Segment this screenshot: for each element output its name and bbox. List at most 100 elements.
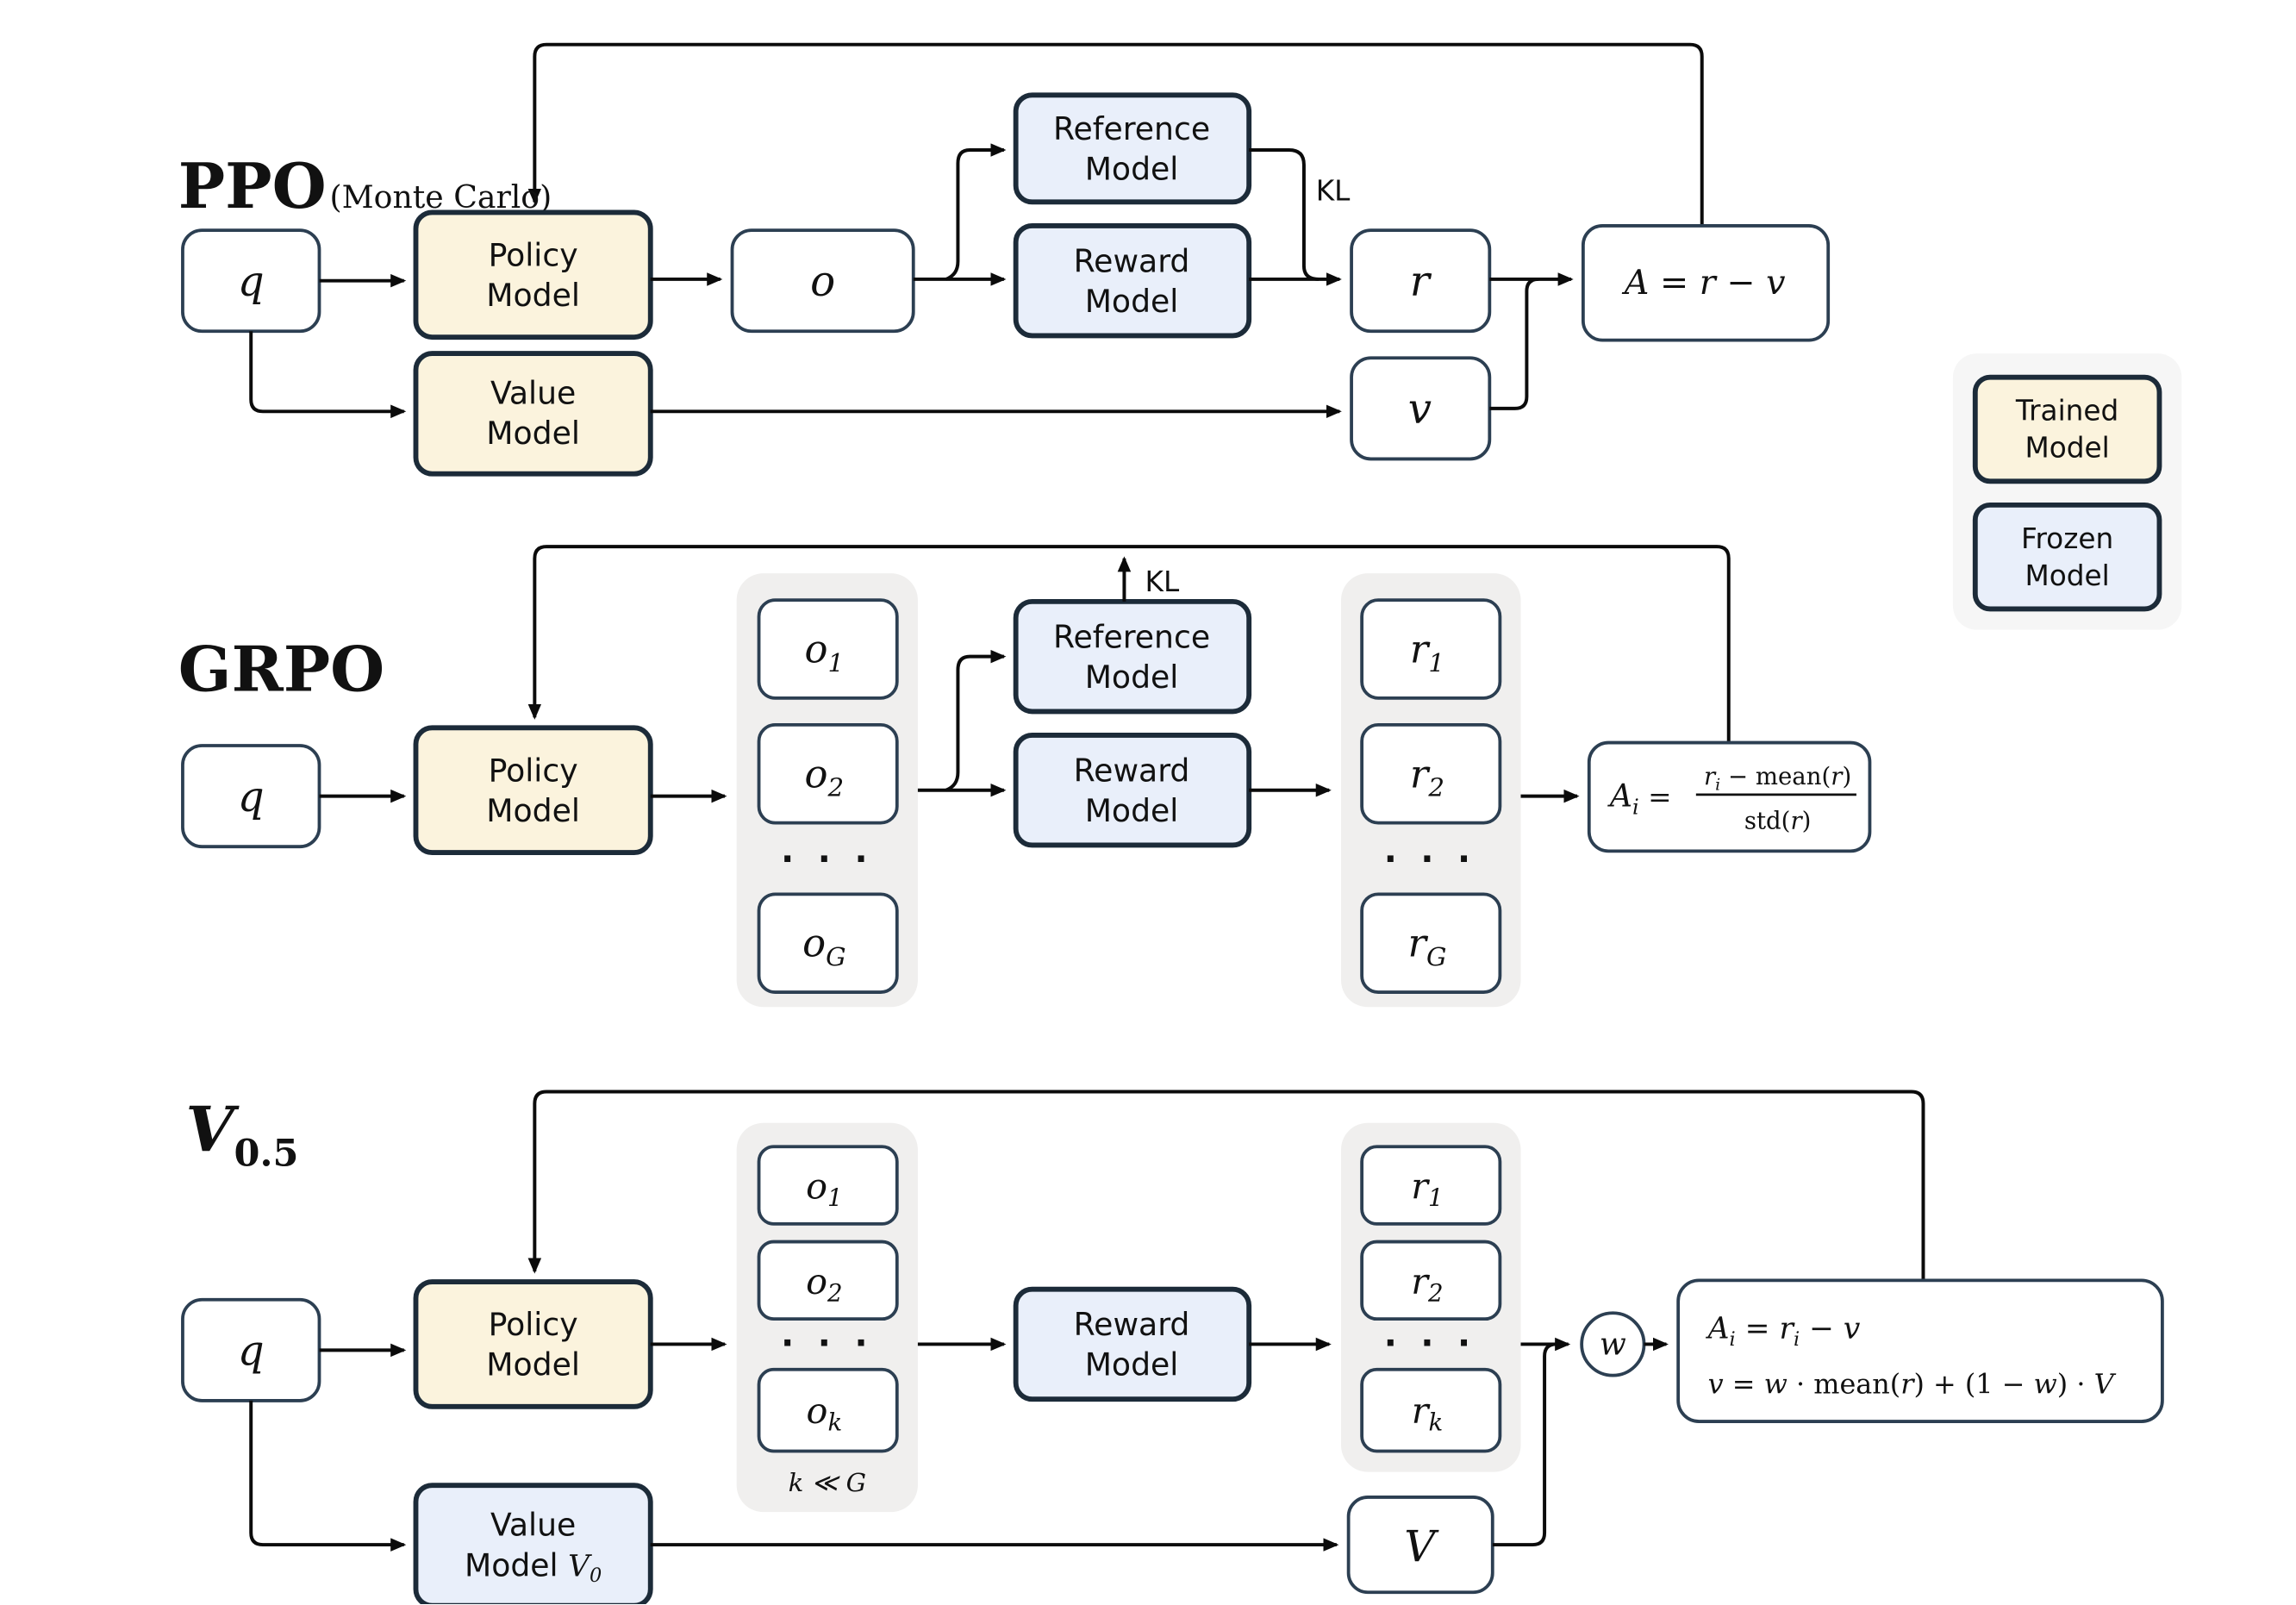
grpo-r2-box: r2: [1360, 723, 1502, 825]
v05-rk-box: rk: [1360, 1367, 1502, 1453]
svg-text:Reward: Reward: [1074, 1306, 1190, 1343]
ppo-reward-model-box: Reward Model: [1013, 222, 1252, 339]
legend-trained-model: Trained Model: [1972, 374, 2162, 484]
grpo-o2-box: o2: [757, 723, 899, 825]
v05-q-box: q: [181, 1297, 321, 1402]
v05-output-ellipsis: · · ·: [781, 1324, 873, 1364]
grpo-output-ellipsis: · · ·: [781, 840, 873, 879]
svg-text:r2: r2: [1410, 751, 1444, 802]
grpo-output-group: o1 o2 · · · oG: [736, 573, 918, 1008]
grpo-reward-ellipsis: · · ·: [1384, 840, 1476, 879]
v05-o1-box: o1: [757, 1145, 899, 1226]
v05-reward-ellipsis: · · ·: [1384, 1324, 1476, 1364]
ppo-title: PPO: [178, 150, 327, 223]
grpo-title: GRPO: [178, 633, 384, 706]
svg-text:o: o: [810, 258, 835, 306]
svg-text:Model V0: Model V0: [465, 1546, 602, 1587]
grpo-o1-box: o1: [757, 598, 899, 700]
grpo-r1-box: r1: [1360, 598, 1502, 700]
svg-text:Model: Model: [1085, 1346, 1179, 1383]
grpo-reward-model-box: Reward Model: [1013, 733, 1252, 848]
v05-arrow-q-to-value: [249, 1400, 407, 1552]
svg-text:o1: o1: [806, 1166, 842, 1213]
grpo-q-box: q: [181, 744, 321, 849]
svg-text:Frozen: Frozen: [2021, 522, 2113, 555]
v05-wire-V-join: [1492, 1342, 1557, 1547]
ppo-subtitle: (Monte Carlo): [330, 178, 552, 215]
v05-k-note: k ≪ G: [789, 1468, 866, 1497]
svg-text:o2: o2: [806, 1261, 842, 1308]
ppo-kl-wire: [1249, 148, 1320, 281]
ppo-reference-model-box: Reference Model: [1013, 92, 1252, 205]
ppo-wire-v-join: [1489, 277, 1539, 410]
ppo-kl-label: KL: [1316, 175, 1351, 208]
ppo-output-box: o: [730, 228, 915, 334]
svg-text:o1: o1: [805, 627, 845, 678]
v05-policy-model-box: Policy Model: [413, 1279, 653, 1409]
v05-feedback-loop: [527, 1090, 1925, 1281]
ppo-arrow-q-to-value: [249, 331, 407, 419]
legend-frozen-model: Frozen Model: [1972, 502, 2162, 612]
v05-section: V0.5 q Policy Model o1 o2 · · ·: [181, 1090, 2164, 1604]
ppo-arrow-o-to-reference: [945, 143, 1007, 281]
v05-ok-box: ok: [757, 1367, 899, 1453]
grpo-oG-box: oG: [757, 892, 899, 994]
svg-text:Model: Model: [1085, 792, 1179, 829]
ppo-section: PPO (Monte Carlo) q Policy Model o Refer…: [178, 42, 1831, 477]
grpo-policy-model-box: Policy Model: [413, 725, 653, 856]
svg-text:oG: oG: [802, 921, 845, 971]
svg-text:Model: Model: [1085, 283, 1179, 320]
svg-text:r2: r2: [1411, 1261, 1443, 1308]
v05-formula-box: Ai = ri − v v = w · mean(r) + (1 − w) · …: [1676, 1278, 2164, 1423]
svg-text:q: q: [238, 1327, 265, 1376]
ppo-policy-model-box: Policy Model: [413, 209, 653, 340]
svg-text:rG: rG: [1408, 921, 1447, 971]
svg-text:Model: Model: [2025, 432, 2110, 465]
svg-text:Model: Model: [486, 277, 580, 314]
svg-text:Reference: Reference: [1053, 110, 1210, 147]
svg-text:Ai = ri − v: Ai = ri − v: [1706, 1312, 1861, 1352]
grpo-rG-box: rG: [1360, 892, 1502, 994]
svg-text:rk: rk: [1412, 1390, 1443, 1437]
svg-text:Model: Model: [1085, 659, 1179, 696]
v05-weight-node: w: [1580, 1311, 1646, 1377]
svg-text:Trained: Trained: [2015, 395, 2118, 428]
grpo-section: GRPO q Policy Model o1 o2 · · ·: [178, 545, 1872, 1008]
svg-text:Policy: Policy: [489, 1306, 578, 1343]
svg-text:v: v: [1408, 385, 1432, 434]
svg-text:r1: r1: [1411, 1166, 1443, 1213]
svg-text:r1: r1: [1410, 627, 1444, 678]
svg-text:Model: Model: [486, 415, 580, 452]
svg-text:Reward: Reward: [1074, 242, 1190, 279]
v05-value-estimate-box: V: [1346, 1496, 1494, 1595]
svg-text:q: q: [238, 773, 265, 821]
grpo-reference-model-box: Reference Model: [1013, 598, 1252, 715]
v05-o2-box: o2: [757, 1240, 899, 1321]
svg-text:Reward: Reward: [1074, 752, 1190, 789]
v05-r1-box: r1: [1360, 1145, 1502, 1226]
v05-value-model-box: Value Model V0: [413, 1483, 653, 1604]
v05-title: V0.5: [185, 1093, 298, 1175]
svg-text:Value: Value: [490, 1507, 576, 1544]
grpo-kl-label: KL: [1145, 565, 1180, 598]
grpo-arrow-outputs-to-reference: [945, 649, 1007, 792]
svg-text:r: r: [1410, 258, 1432, 306]
svg-text:Model: Model: [2025, 559, 2110, 592]
grpo-feedback-loop: [527, 545, 1731, 743]
svg-text:ok: ok: [807, 1390, 843, 1437]
svg-text:q: q: [238, 258, 265, 306]
svg-text:Model: Model: [486, 792, 580, 829]
svg-text:ri − mean(r): ri − mean(r): [1704, 762, 1851, 795]
svg-text:std(r): std(r): [1744, 807, 1812, 835]
svg-text:V: V: [1404, 1521, 1439, 1571]
svg-text:v = w · mean(r) + (1 − w) ·: v = w · mean(r) + (1 − w) · V: [1708, 1367, 2117, 1400]
ppo-q-box: q: [181, 228, 321, 334]
svg-text:Ai=: Ai=: [1607, 778, 1672, 820]
grpo-advantage-box: Ai= ri − mean(r) std(r): [1587, 740, 1872, 853]
svg-text:w: w: [1600, 1326, 1626, 1363]
svg-text:Value: Value: [490, 375, 576, 412]
svg-text:Policy: Policy: [489, 236, 578, 273]
svg-text:Model: Model: [1085, 151, 1179, 188]
